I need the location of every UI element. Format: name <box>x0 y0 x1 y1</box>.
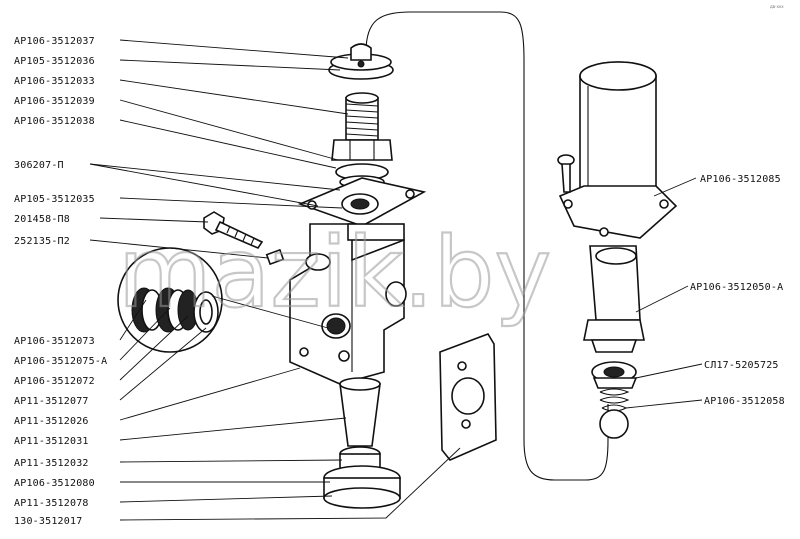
bolt <box>203 211 264 249</box>
part-label: АР106-3512039 <box>14 96 95 107</box>
part-label: АР106-3512037 <box>14 36 95 47</box>
part-label: АР11-3512026 <box>14 416 89 427</box>
air-tube <box>365 11 609 481</box>
filter-pack <box>117 247 223 353</box>
spring <box>599 388 630 412</box>
part-label: АР106-3512080 <box>14 478 95 489</box>
part-label: АР106-3512050-А <box>690 282 783 293</box>
gasket-plate <box>439 333 497 461</box>
part-labels-left: АР106-3512037 АР105-3512036 АР106-351203… <box>14 36 107 527</box>
part-label: 306207-П <box>14 160 64 171</box>
hex-fitting <box>583 319 645 341</box>
part-label: 130-3512017 <box>14 516 82 527</box>
part-label: АР105-3512036 <box>14 56 95 67</box>
right-assembly <box>557 61 678 439</box>
watermark: mazik.by <box>118 217 551 329</box>
part-labels-right: АР106-3512085 АР106-3512050-А СЛ17-52057… <box>690 174 785 407</box>
part-label: АР11-3512077 <box>14 396 89 407</box>
part-label: АР106-3512033 <box>14 76 95 87</box>
part-label: АР11-3512032 <box>14 458 89 469</box>
part-label: 201458-П8 <box>14 214 70 225</box>
screw <box>557 154 575 193</box>
tapered-housing <box>339 383 381 447</box>
side-boss <box>385 281 407 307</box>
part-label: АР11-3512031 <box>14 436 89 447</box>
cap-knob <box>350 43 372 61</box>
valve-assembly <box>289 43 427 509</box>
small-pin <box>265 248 285 266</box>
part-label: АР106-3512072 <box>14 376 95 387</box>
part-label: АР11-3512078 <box>14 498 89 509</box>
hex-nut <box>331 139 393 161</box>
ball-valve <box>599 409 629 439</box>
leader-lines <box>89 39 703 521</box>
part-label: АР106-3512073 <box>14 336 95 347</box>
canister-flange <box>558 185 678 239</box>
part-label: АР105-3512035 <box>14 194 95 205</box>
corner-mark: дв-ххх <box>770 4 784 9</box>
part-label: АР106-3512075-А <box>14 356 107 367</box>
part-label: АР106-3512085 <box>700 174 781 185</box>
part-label: 252135-П2 <box>14 236 70 247</box>
part-label: СЛ17-5205725 <box>704 360 779 371</box>
part-label: АР106-3512038 <box>14 116 95 127</box>
cap-pin <box>357 60 365 68</box>
part-label: АР106-3512058 <box>704 396 785 407</box>
